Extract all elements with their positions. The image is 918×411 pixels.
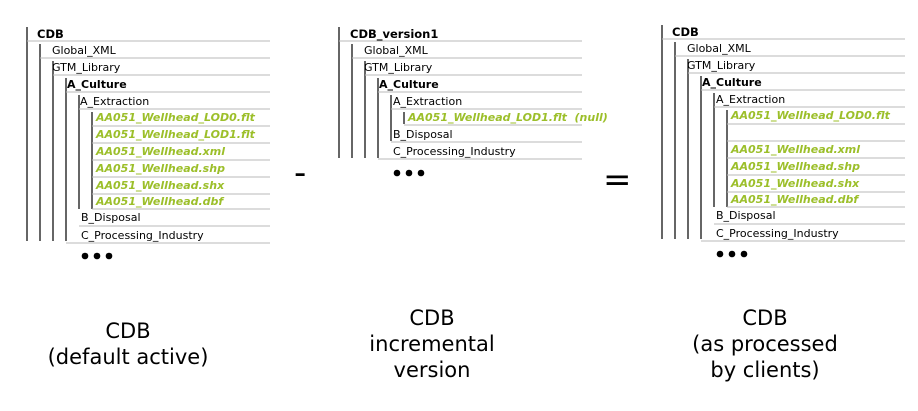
caption-line: by clients) xyxy=(710,358,820,382)
folder-b-disposal: B_Disposal xyxy=(716,209,776,222)
caption-incremental: CDB incremental version xyxy=(352,305,512,383)
tree-cdb-default xyxy=(26,27,93,241)
tree-cdb-version1 xyxy=(338,27,405,158)
caption-line: (default active) xyxy=(47,345,209,369)
folder-a-extraction: A_Extraction xyxy=(80,95,149,108)
tree-cdb-processed xyxy=(661,25,728,239)
folder-global-xml: Global_XML xyxy=(52,44,117,57)
file-shp: AA051_Wellhead.shp xyxy=(95,162,225,175)
tree-root-label: CDB_version1 xyxy=(350,27,438,42)
ellipsis-icon xyxy=(81,252,113,260)
folder-gtm-library: GTM_Library xyxy=(364,61,433,74)
minus-operator: - xyxy=(294,153,306,193)
file-dbf: AA051_Wellhead.dbf xyxy=(730,193,859,206)
file-xml: AA051_Wellhead.xml xyxy=(95,145,225,158)
folder-a-culture: A_Culture xyxy=(702,76,762,89)
caption-line: CDB xyxy=(409,306,455,330)
caption-line: CDB xyxy=(742,306,788,330)
folder-a-extraction: A_Extraction xyxy=(716,93,785,106)
tree-cdb-processed-rules xyxy=(662,38,905,242)
file-shx: AA051_Wellhead.shx xyxy=(730,177,860,190)
tree-root-label: CDB xyxy=(672,25,699,39)
folder-b-disposal: B_Disposal xyxy=(81,211,141,224)
ellipsis-icon xyxy=(716,250,748,258)
file-lod0-flt: AA051_Wellhead_LOD0.flt xyxy=(730,109,891,122)
file-lod1-flt-null: AA051_Wellhead_LOD1.flt (null) xyxy=(407,111,608,124)
folder-a-extraction: A_Extraction xyxy=(393,95,462,108)
folder-gtm-library: GTM_Library xyxy=(52,61,121,74)
equals-operator: = xyxy=(603,160,632,200)
caption-line: (as processed xyxy=(692,332,838,356)
file-lod1-flt: AA051_Wellhead_LOD1.flt xyxy=(95,128,256,141)
folder-a-culture: A_Culture xyxy=(67,78,127,91)
folder-global-xml: Global_XML xyxy=(364,44,429,57)
file-shp: AA051_Wellhead.shp xyxy=(730,160,860,173)
caption-line: incremental xyxy=(369,332,495,356)
caption-line: CDB xyxy=(105,319,151,343)
caption-processed: CDB (as processed by clients) xyxy=(680,305,850,383)
file-shx: AA051_Wellhead.shx xyxy=(95,179,225,192)
caption-default: CDB (default active) xyxy=(28,318,228,370)
folder-gtm-library: GTM_Library xyxy=(687,59,756,72)
file-dbf: AA051_Wellhead.dbf xyxy=(95,195,224,208)
file-xml: AA051_Wellhead.xml xyxy=(730,143,860,156)
folder-c-processing: C_Processing_Industry xyxy=(81,229,204,242)
folder-b-disposal: B_Disposal xyxy=(393,128,453,141)
folder-a-culture: A_Culture xyxy=(379,78,439,91)
folder-c-processing: C_Processing_Industry xyxy=(716,227,839,240)
file-lod0-flt: AA051_Wellhead_LOD0.flt xyxy=(95,111,256,124)
tree-root-label: CDB xyxy=(37,27,64,41)
caption-line: version xyxy=(393,358,471,382)
ellipsis-icon xyxy=(393,169,425,177)
folder-global-xml: Global_XML xyxy=(687,42,752,55)
tree-cdb-version1-rules xyxy=(339,40,582,160)
folder-c-processing: C_Processing_Industry xyxy=(393,145,516,158)
tree-cdb-default-rules xyxy=(27,40,270,244)
